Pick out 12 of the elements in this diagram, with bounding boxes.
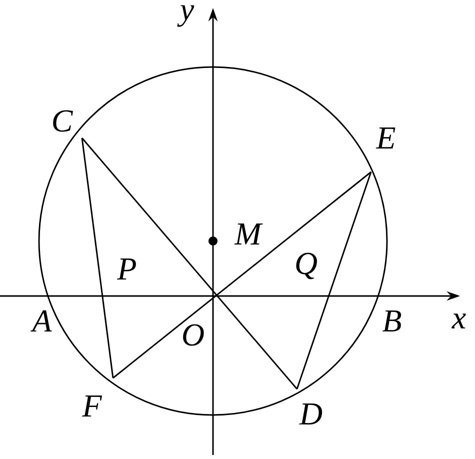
point-label: M [234, 224, 263, 244]
point-label: E [376, 128, 396, 148]
point-label: C [53, 110, 73, 132]
point-label: A [30, 310, 52, 332]
point-label: B [382, 310, 402, 332]
axis-label: y [177, 5, 194, 27]
axis-label: x [452, 314, 466, 328]
point-label: Q [296, 252, 317, 280]
point-label: F [82, 396, 102, 416]
point-label: P [117, 258, 136, 280]
point-label: D [299, 403, 322, 424]
point-label: O [183, 324, 204, 346]
